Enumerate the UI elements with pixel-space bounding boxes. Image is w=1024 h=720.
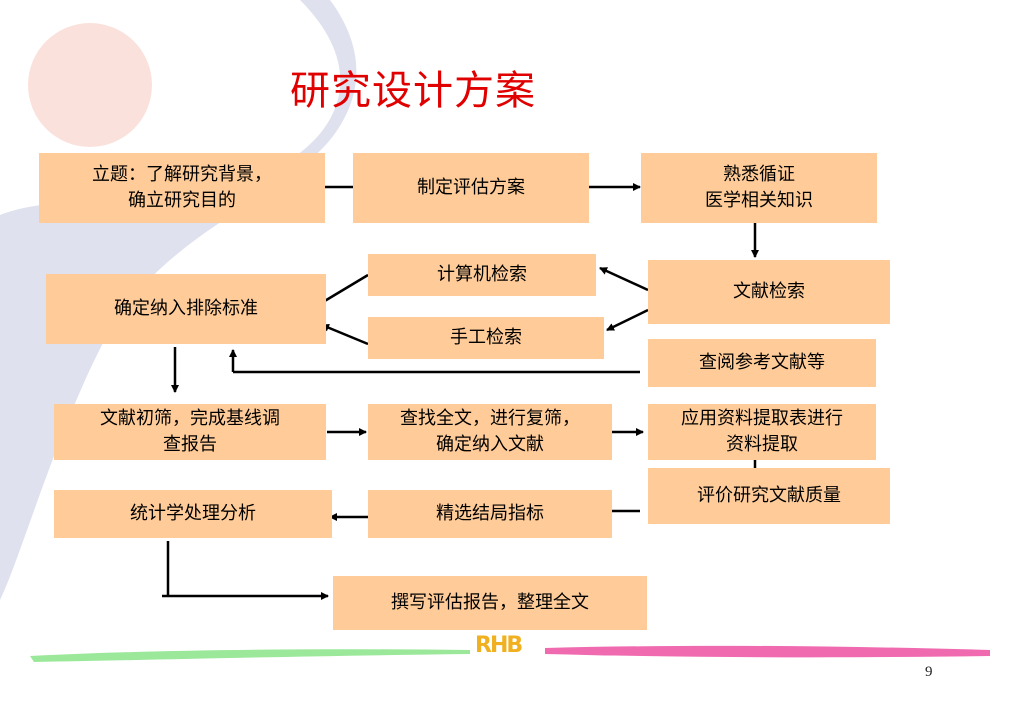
arrow-litsearch-to-manual (606, 308, 649, 332)
deco-circle (28, 23, 152, 147)
box-screening: 文献初筛，完成基线调 查报告 (54, 404, 326, 460)
box-plan: 制定评估方案 (353, 153, 589, 223)
page-title: 研究设计方案 (290, 68, 536, 114)
arrow-computer-to-criteria (317, 273, 369, 307)
box-manual-search: 手工检索 (368, 317, 604, 359)
deco-bar-pink (545, 645, 990, 658)
box-fulltext: 查找全文，进行复筛， 确定纳入文献 (368, 404, 612, 460)
deco-bar-green (30, 649, 470, 662)
box-familiar: 熟悉循证 医学相关知识 (641, 153, 877, 223)
box-topic: 立题：了解研究背景， 确立研究目的 (39, 153, 325, 223)
box-data-extraction: 应用资料提取表进行 资料提取 (648, 404, 876, 460)
box-report: 撰写评估报告，整理全文 (333, 576, 647, 630)
page-number: 9 (925, 664, 933, 680)
box-computer-search: 计算机检索 (368, 254, 596, 296)
box-inclusion-criteria: 确定纳入排除标准 (46, 274, 326, 344)
arrow-manual-to-criteria (321, 323, 369, 346)
box-literature-search: 文献检索 (648, 260, 890, 324)
box-statistics: 统计学处理分析 (54, 490, 332, 538)
box-quality: 评价研究文献质量 (648, 468, 890, 524)
box-references: 查阅参考文献等 (648, 339, 876, 387)
arrow-litsearch-to-computer (599, 266, 649, 292)
logo: RHB (475, 633, 523, 658)
box-indicators: 精选结局指标 (368, 490, 612, 538)
